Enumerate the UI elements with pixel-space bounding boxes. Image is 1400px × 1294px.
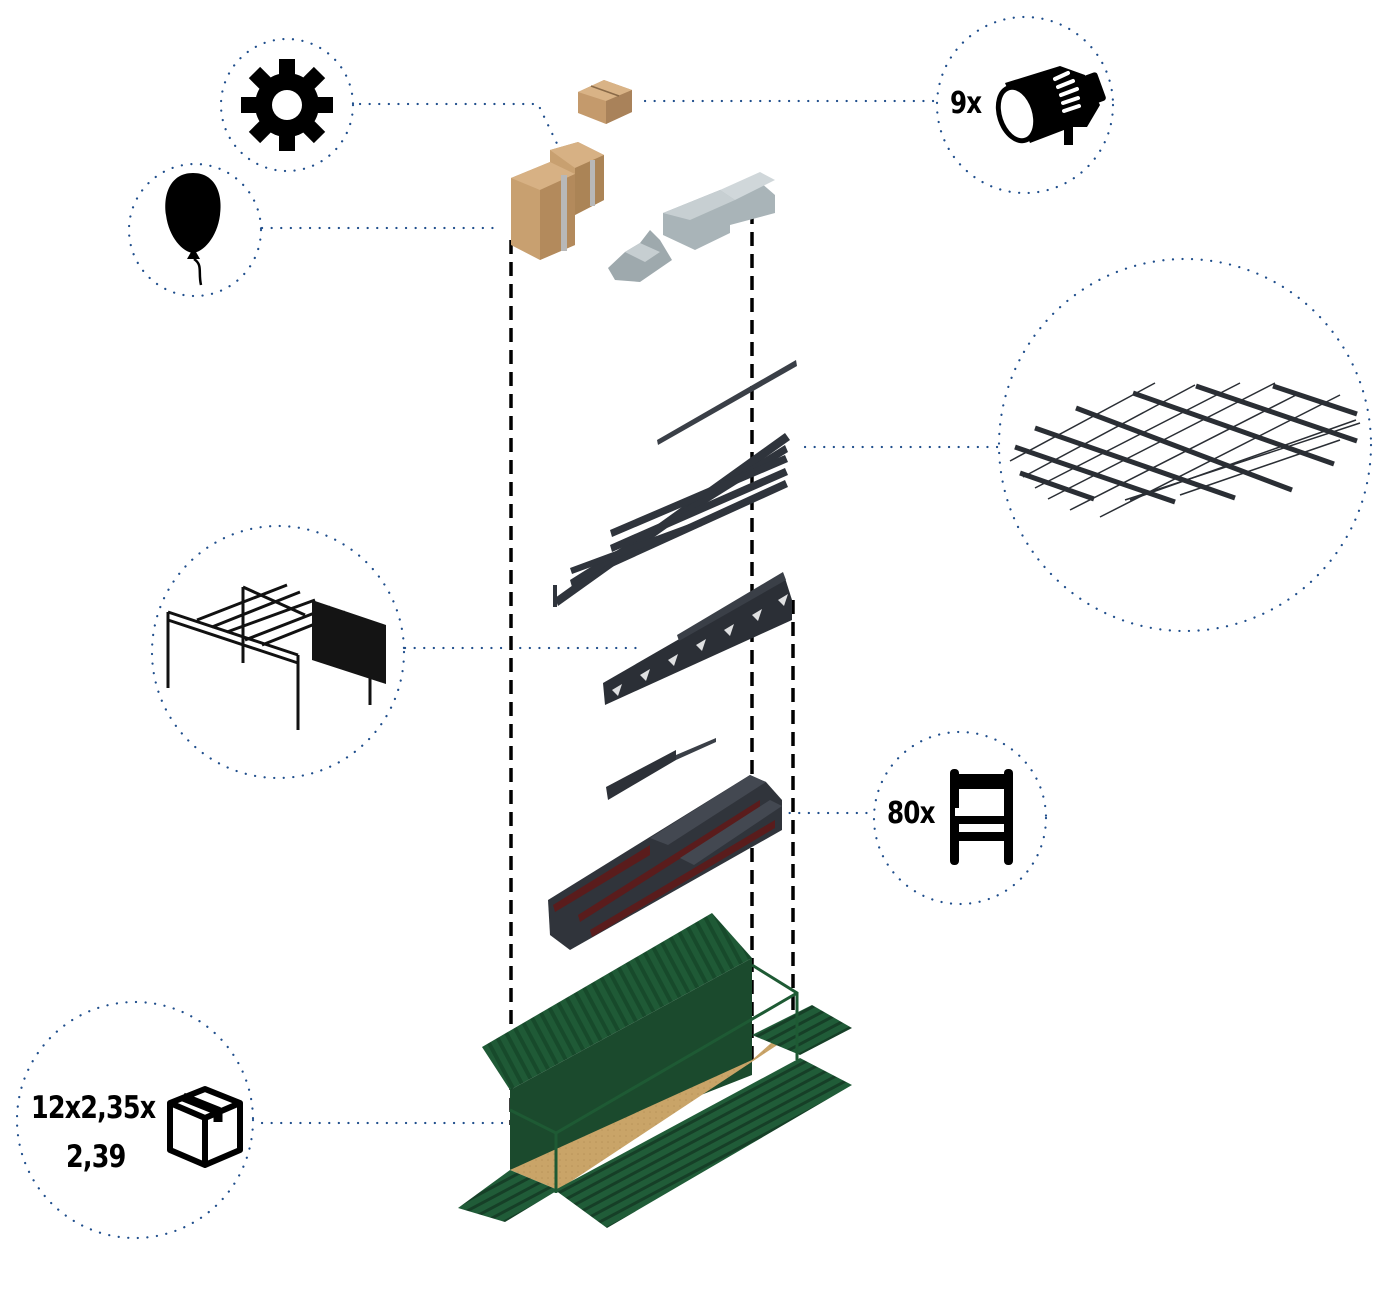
chair-icon — [950, 769, 1013, 865]
large-cardboard-boxes — [511, 142, 604, 260]
connector-gear — [358, 102, 562, 152]
floor-grid-beams — [553, 433, 790, 607]
small-bench — [606, 738, 716, 800]
circle-container — [15, 1000, 255, 1240]
spotlight-icon — [995, 66, 1106, 145]
tiered-seating — [548, 775, 782, 950]
container-dimension-line1: 12x2,35x — [31, 1090, 156, 1126]
circle-truss — [150, 524, 406, 780]
chair-count-label: 80x — [887, 796, 935, 831]
truss-beam — [603, 572, 792, 705]
box-icon — [167, 1086, 243, 1168]
balloon-icon — [165, 173, 221, 286]
floor-grid-illustration — [1009, 382, 1361, 518]
circle-balloon — [127, 162, 263, 298]
concrete-steps — [608, 172, 775, 282]
spotlight-count-label: 9x — [950, 86, 982, 121]
small-cardboard-boxes — [578, 80, 632, 124]
shipping-container — [458, 913, 852, 1228]
circle-chair — [872, 730, 1048, 906]
connector-lines — [260, 99, 1002, 1125]
gear-icon — [241, 59, 333, 151]
container-dimension-line2: 2,39 — [66, 1139, 126, 1175]
single-beam — [657, 360, 797, 445]
callout-circles — [15, 15, 1373, 1240]
truss-illustration — [166, 583, 386, 730]
circle-gear — [219, 37, 355, 173]
circle-spotlight — [935, 15, 1115, 195]
circle-floor-grid — [997, 257, 1373, 633]
